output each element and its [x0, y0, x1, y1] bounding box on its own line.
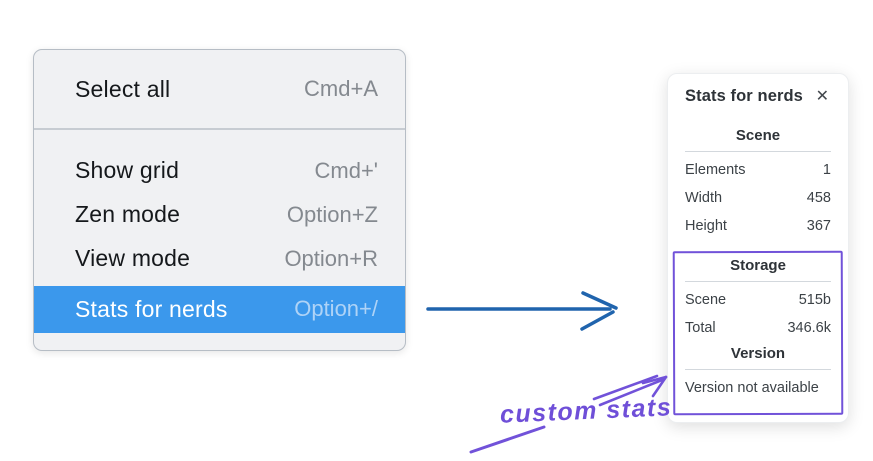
menu-item-shortcut: Option+/ [294, 296, 378, 321]
menu-item-shortcut: Option+R [284, 245, 378, 271]
stat-row-elements: Elements 1 [685, 156, 831, 184]
menu-item-zen-mode[interactable]: Zen mode Option+Z [34, 193, 405, 237]
stat-value: 515b [798, 292, 831, 308]
menu-to-panel-arrow-icon [426, 291, 618, 331]
section-header-version: Version [730, 345, 786, 362]
menu-item-select-all[interactable]: Select all Cmd+A [34, 50, 405, 128]
stat-label: Height [685, 218, 727, 234]
stat-label: Total [685, 320, 716, 336]
stats-panel-header: Stats for nerds ✕ [685, 87, 831, 106]
stat-value: 367 [806, 218, 831, 234]
section-rule [685, 151, 831, 152]
close-icon[interactable]: ✕ [815, 87, 829, 105]
menu-item-shortcut: Option+Z [286, 201, 378, 227]
menu-separator [34, 128, 405, 130]
annotation-label: custom stats [499, 393, 673, 429]
menu-item-shortcut: Cmd+' [314, 157, 379, 183]
menu-item-view-mode[interactable]: View mode Option+R [34, 237, 405, 281]
stats-panel: Stats for nerds ✕ Scene Elements 1 Width… [667, 73, 849, 423]
menu-item-label: Stats for nerds [75, 295, 228, 322]
stat-label: Elements [685, 162, 746, 178]
section-rule [685, 369, 831, 370]
section-rule [685, 281, 831, 282]
menu-item-label: Select all [75, 75, 171, 102]
stats-panel-title: Stats for nerds [685, 87, 803, 105]
stat-row-height: Height 367 [685, 212, 831, 240]
menu-group: Show grid Cmd+' Zen mode Option+Z View m… [34, 130, 405, 333]
menu-item-stats-for-nerds[interactable]: Stats for nerds Option+/ [34, 285, 405, 333]
menu-item-label: Show grid [75, 157, 180, 183]
stat-row-total-size: Total 346.6k [685, 314, 831, 342]
stat-row-scene-size: Scene 515b [685, 286, 831, 314]
menu-item-label: Zen mode [75, 201, 181, 227]
stat-value: 458 [806, 190, 831, 206]
stat-value: 346.6k [787, 320, 831, 336]
menu-item-show-grid[interactable]: Show grid Cmd+' [34, 149, 405, 193]
context-menu: Select all Cmd+A Show grid Cmd+' Zen mod… [33, 49, 406, 351]
stat-label: Width [685, 190, 723, 206]
stat-row-width: Width 458 [685, 184, 831, 212]
section-header-storage: Storage [730, 257, 786, 274]
stat-value: 1 [822, 162, 831, 178]
stat-label: Scene [685, 292, 727, 308]
menu-item-label: View mode [75, 245, 191, 271]
section-header-scene: Scene [735, 127, 781, 144]
annotation-line [469, 425, 546, 454]
menu-item-shortcut: Cmd+A [304, 76, 378, 101]
version-note: Version not available [685, 380, 819, 396]
